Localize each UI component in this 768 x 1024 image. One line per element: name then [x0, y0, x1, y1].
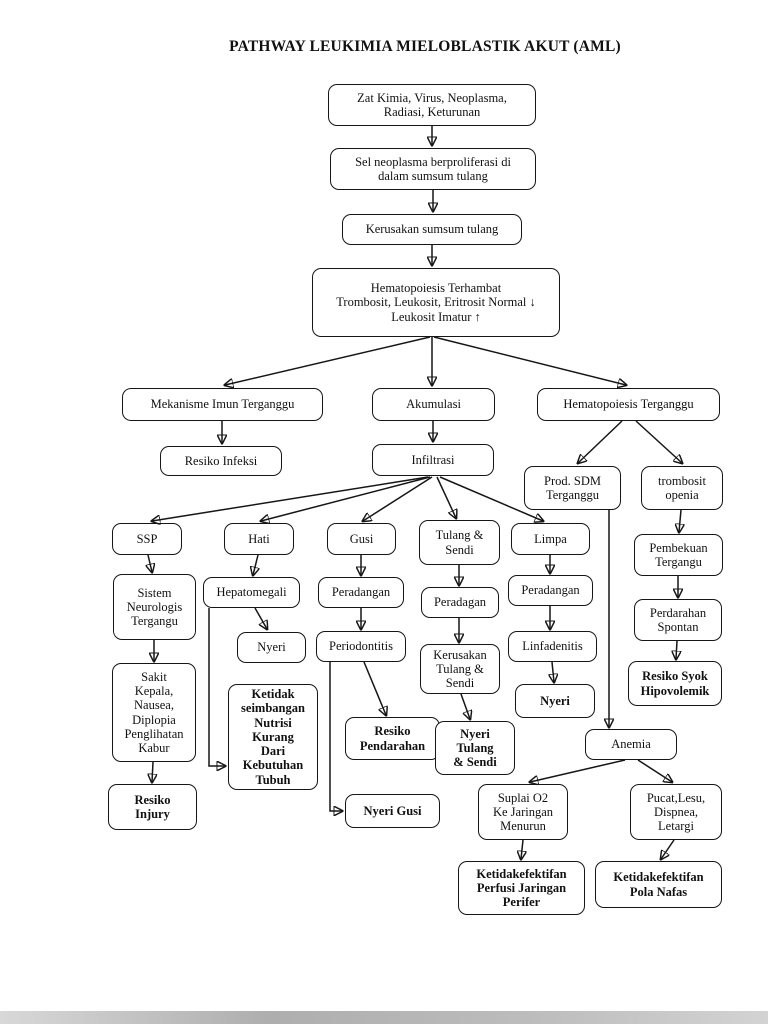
arrow-linfadenitis-nyeri [552, 661, 554, 682]
node-tulang-sendi: Tulang & Sendi [419, 520, 500, 565]
arrow-anemia-suplai-o2 [530, 759, 626, 782]
node-mekanisme-imun: Mekanisme Imun Terganggu [122, 388, 323, 421]
node-periodontitis: Periodontitis [316, 631, 406, 662]
scan-edge-strip [0, 1011, 768, 1024]
page-title: PATHWAY LEUKIMIA MIELOBLASTIK AKUT (AML) [229, 38, 621, 55]
arrow-hematopoiesis-mekanisme [225, 336, 431, 385]
node-hematopoiesis-terhambat: Hematopoiesis Terhambat Trombosit, Leuko… [312, 268, 560, 337]
node-nyeri-gusi: Nyeri Gusi [345, 794, 440, 828]
node-sistem-neurologis: Sistem Neurologis Tergangu [113, 574, 196, 640]
node-hati: Hati [224, 523, 294, 555]
arrow-hati-hepatomegali [253, 554, 258, 575]
node-proliferasi: Sel neoplasma berproliferasi di dalam su… [330, 148, 536, 190]
node-pembekuan: Pembekuan Tergangu [634, 534, 723, 576]
arrow-hepatomegali-nutrisi [208, 608, 225, 766]
node-nyeri-hati: Nyeri [237, 632, 306, 663]
arrow-ssp-neurologis [148, 554, 152, 572]
arrow-hematopoiesis-terganggu [433, 336, 626, 385]
arrow-sakit-kepala-resiko-injury [152, 761, 153, 782]
node-linfadenitis: Linfadenitis [508, 631, 597, 662]
arrow-suplai-perfusi [521, 839, 523, 859]
arrow-infiltrasi-gusi [363, 476, 433, 521]
node-nyeri-tulang-sendi: Nyeri Tulang & Sendi [435, 721, 515, 775]
node-ketidakefektifan-pola-nafas: Ketidakefektifan Pola Nafas [595, 861, 722, 908]
node-resiko-injury: Resiko Injury [108, 784, 197, 830]
node-nyeri-limpa: Nyeri [515, 684, 595, 718]
node-peradangan-gusi: Peradangan [318, 577, 404, 608]
arrow-perdarahan-resiko-syok [676, 640, 677, 659]
node-gusi: Gusi [327, 523, 396, 555]
arrow-infiltrasi-tulang [436, 476, 456, 518]
node-ketidakefektifan-perfusi: Ketidakefektifan Perfusi Jaringan Perife… [458, 861, 585, 915]
arrow-terganggu-prod-sdm [578, 420, 623, 463]
arrow-infiltrasi-ssp [152, 476, 429, 521]
node-peradangan-limpa: Peradangan [508, 575, 593, 606]
node-resiko-pendarahan: Resiko Pendarahan [345, 717, 440, 760]
arrow-pucat-pola-nafas [661, 839, 675, 859]
node-prod-sdm: Prod. SDM Terganggu [524, 466, 621, 510]
node-ssp: SSP [112, 523, 182, 555]
node-sakit-kepala: Sakit Kepala, Nausea, Diplopia Penglihat… [112, 663, 196, 762]
node-hepatomegali: Hepatomegali [203, 577, 300, 608]
node-resiko-infeksi: Resiko Infeksi [160, 446, 282, 476]
arrow-kerusakan-nyeri-tulang [460, 693, 470, 719]
node-infiltrasi: Infiltrasi [372, 444, 494, 476]
node-ketidakseimbangan-nutrisi: Ketidak seimbangan Nutrisi Kurang Dari K… [228, 684, 318, 790]
arrow-infiltrasi-hati [261, 476, 431, 521]
node-akumulasi: Akumulasi [372, 388, 495, 421]
arrow-anemia-pucat [637, 759, 672, 782]
node-etiologi: Zat Kimia, Virus, Neoplasma, Radiasi, Ke… [328, 84, 536, 126]
node-pucat-lesu: Pucat,Lesu, Dispnea, Letargi [630, 784, 722, 840]
arrow-terganggu-trombositopenia [635, 420, 682, 463]
node-suplai-o2: Suplai O2 Ke Jaringan Menurun [478, 784, 568, 840]
arrow-hepatomegali-nyeri [254, 607, 267, 629]
node-trombositopenia: trombosit openia [641, 466, 723, 510]
node-anemia: Anemia [585, 729, 677, 760]
node-limpa: Limpa [511, 523, 590, 555]
node-peradagan-tulang: Peradagan [421, 587, 499, 618]
node-kerusakan-tulang-sendi: Kerusakan Tulang & Sendi [420, 644, 500, 694]
node-resiko-syok: Resiko Syok Hipovolemik [628, 661, 722, 706]
arrow-periodontitis-resiko-pendarahan [363, 661, 386, 715]
arrow-periodontitis-nyeri-gusi [329, 662, 342, 811]
node-perdarahan-spontan: Perdarahan Spontan [634, 599, 722, 641]
node-kerusakan-sumsum: Kerusakan sumsum tulang [342, 214, 522, 245]
arrow-trombositopenia-pembekuan [679, 509, 681, 532]
node-hematopoiesis-terganggu: Hematopoiesis Terganggu [537, 388, 720, 421]
